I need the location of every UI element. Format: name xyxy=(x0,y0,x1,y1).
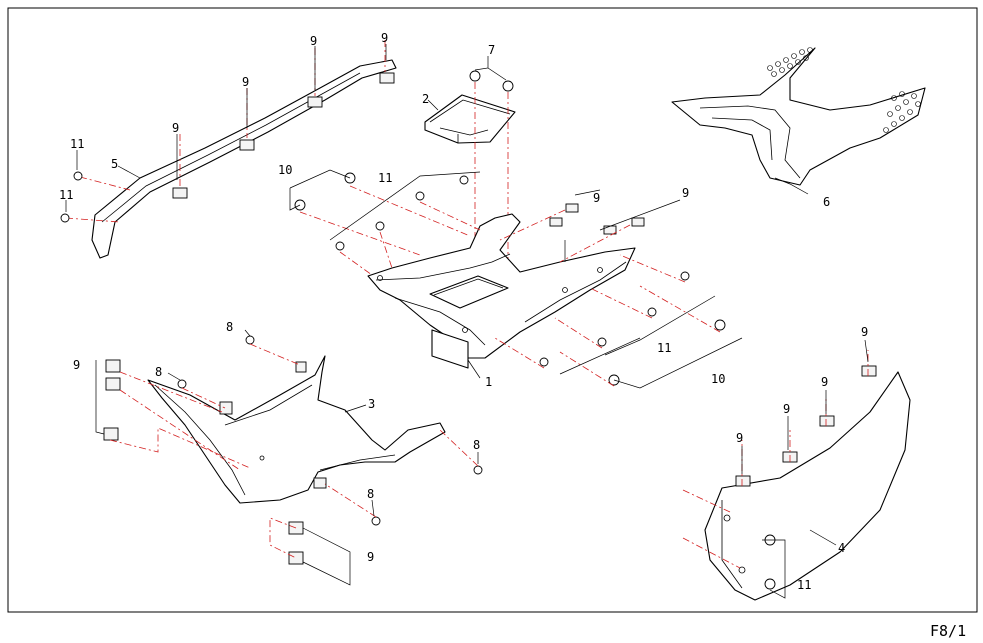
callout-4: 4 xyxy=(838,541,845,555)
callout-9-l: 9 xyxy=(736,431,743,445)
callout-9-c: 9 xyxy=(242,75,249,89)
callout-9-g: 9 xyxy=(73,358,80,372)
callout-9-e: 9 xyxy=(593,191,600,205)
part-5-side-rail xyxy=(91,59,397,259)
part-3-dash-lines xyxy=(109,343,479,559)
screw-11-lower-left xyxy=(60,213,70,223)
part-4-side-panel xyxy=(704,365,911,601)
part-6-grip-pattern-upper xyxy=(767,47,813,77)
callout-10-b: 10 xyxy=(711,372,725,386)
callout-9-d: 9 xyxy=(172,121,179,135)
callout-11-b: 11 xyxy=(59,188,73,202)
callout-9-f: 9 xyxy=(682,186,689,200)
part-6-grip-pattern-lower xyxy=(883,91,921,133)
callout-1: 1 xyxy=(485,375,492,389)
part-6-floor-panel xyxy=(671,47,926,186)
callout-8-d: 8 xyxy=(367,487,374,501)
callout-9-h: 9 xyxy=(367,550,374,564)
callout-9-i: 9 xyxy=(861,325,868,339)
callout-11-c: 11 xyxy=(378,171,392,185)
part-4-dash-lines xyxy=(682,350,869,569)
part-1-center-frame xyxy=(367,213,636,369)
callout-labels: 1 2 3 4 5 6 7 8 8 8 8 9 9 9 9 9 9 9 9 9 … xyxy=(59,31,868,592)
part-4-leader-bracket xyxy=(762,539,786,599)
callout-5: 5 xyxy=(111,157,118,171)
callout-10-a: 10 xyxy=(278,163,292,177)
callout-9-j: 9 xyxy=(821,375,828,389)
callout-7: 7 xyxy=(488,43,495,57)
part-2-access-cover xyxy=(424,94,516,144)
callout-8-c: 8 xyxy=(473,438,480,452)
callout-6: 6 xyxy=(823,195,830,209)
callout-9-b: 9 xyxy=(310,34,317,48)
part-5-dash-lines xyxy=(65,40,386,223)
sheet-code: F8/1 xyxy=(930,622,966,640)
screw-11-upper-left xyxy=(73,171,83,181)
callout-9-a: 9 xyxy=(381,31,388,45)
callout-9-k: 9 xyxy=(783,402,790,416)
callout-3: 3 xyxy=(368,397,375,411)
callout-11-e: 11 xyxy=(797,578,811,592)
drawing-frame xyxy=(7,7,978,613)
part-3-front-lower-cover xyxy=(147,355,446,504)
callout-2: 2 xyxy=(422,92,429,106)
callout-leader-lines xyxy=(65,44,869,546)
callout-11-a: 11 xyxy=(70,137,84,151)
callout-8-a: 8 xyxy=(226,320,233,334)
part-3-leader-brackets xyxy=(95,360,351,586)
center-frame-leader-brackets xyxy=(289,169,743,389)
callout-11-d: 11 xyxy=(657,341,671,355)
screw-7-right xyxy=(502,80,514,92)
center-frame-dash-lines xyxy=(299,185,721,387)
callout-8-b: 8 xyxy=(155,365,162,379)
screw-7-left xyxy=(469,70,481,82)
